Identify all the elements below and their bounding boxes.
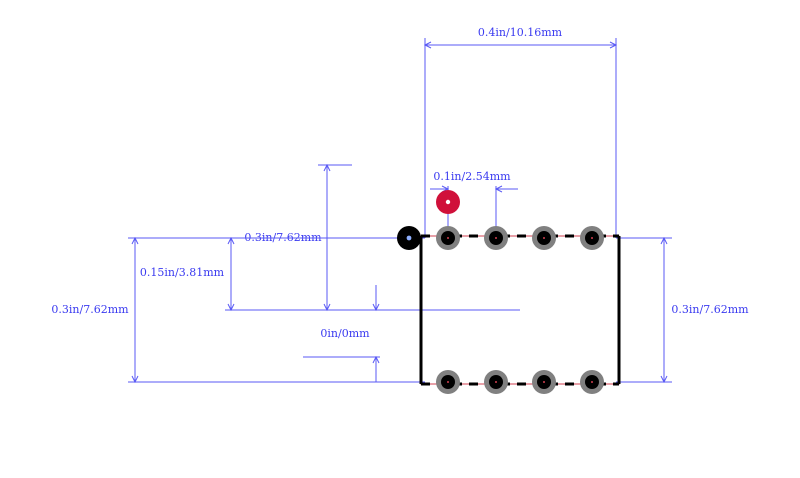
overall-width-label: 0.4in/10.16mm bbox=[478, 26, 563, 39]
pin1-origin-dot bbox=[397, 226, 421, 250]
pitch-label: 0.1in/2.54mm bbox=[433, 170, 511, 183]
dimension-overall-width: 0.4in/10.16mm bbox=[423, 26, 618, 238]
right-span-label: 0.3in/7.62mm bbox=[671, 303, 749, 316]
dimension-origin: 0in/0mm bbox=[225, 285, 520, 382]
dimension-half-span: 0.15in/3.81mm bbox=[140, 236, 235, 312]
pad-row-bottom bbox=[436, 370, 604, 394]
dimension-right-span: 0.3in/7.62mm bbox=[616, 236, 749, 384]
pin1-marker bbox=[436, 190, 460, 214]
left-span-label: 0.3in/7.62mm bbox=[51, 303, 129, 316]
pad-row-top bbox=[436, 226, 604, 250]
half-span-label: 0.15in/3.81mm bbox=[140, 266, 225, 279]
pad bbox=[484, 370, 508, 394]
origin-label: 0in/0mm bbox=[320, 327, 370, 340]
pad bbox=[532, 226, 556, 250]
pad bbox=[436, 370, 460, 394]
pad bbox=[532, 370, 556, 394]
pad bbox=[580, 370, 604, 394]
pad bbox=[580, 226, 604, 250]
pad bbox=[436, 226, 460, 250]
pad bbox=[484, 226, 508, 250]
